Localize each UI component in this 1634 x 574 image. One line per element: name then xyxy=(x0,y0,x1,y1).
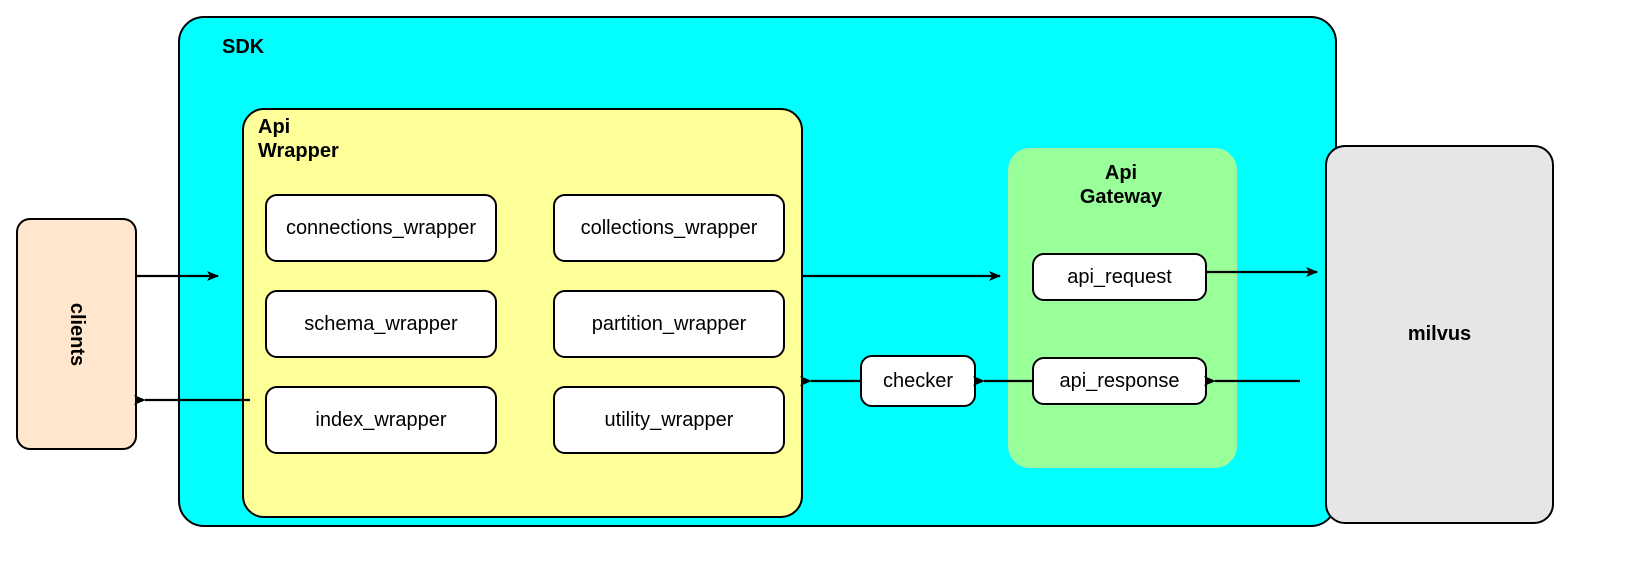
api-gateway-title: Api Gateway xyxy=(1079,162,1163,208)
clients-label: clients xyxy=(65,302,88,366)
module-utility-wrapper[interactable]: utility_wrapper xyxy=(553,386,785,454)
module-collections-wrapper[interactable]: collections_wrapper xyxy=(553,194,785,262)
api-wrapper-title: Api Wrapper xyxy=(258,116,339,162)
milvus-label: milvus xyxy=(1407,323,1472,345)
api-gateway-container[interactable] xyxy=(1008,148,1237,468)
api-response-node[interactable]: api_response xyxy=(1032,357,1207,405)
module-partition-wrapper[interactable]: partition_wrapper xyxy=(553,290,785,358)
milvus-node[interactable]: milvus xyxy=(1325,145,1554,524)
module-schema-wrapper[interactable]: schema_wrapper xyxy=(265,290,497,358)
sdk-title: SDK xyxy=(222,36,265,58)
clients-node[interactable]: clients xyxy=(16,218,137,450)
checker-node[interactable]: checker xyxy=(860,355,976,407)
module-connections-wrapper[interactable]: connections_wrapper xyxy=(265,194,497,262)
module-index-wrapper[interactable]: index_wrapper xyxy=(265,386,497,454)
api-request-node[interactable]: api_request xyxy=(1032,253,1207,301)
